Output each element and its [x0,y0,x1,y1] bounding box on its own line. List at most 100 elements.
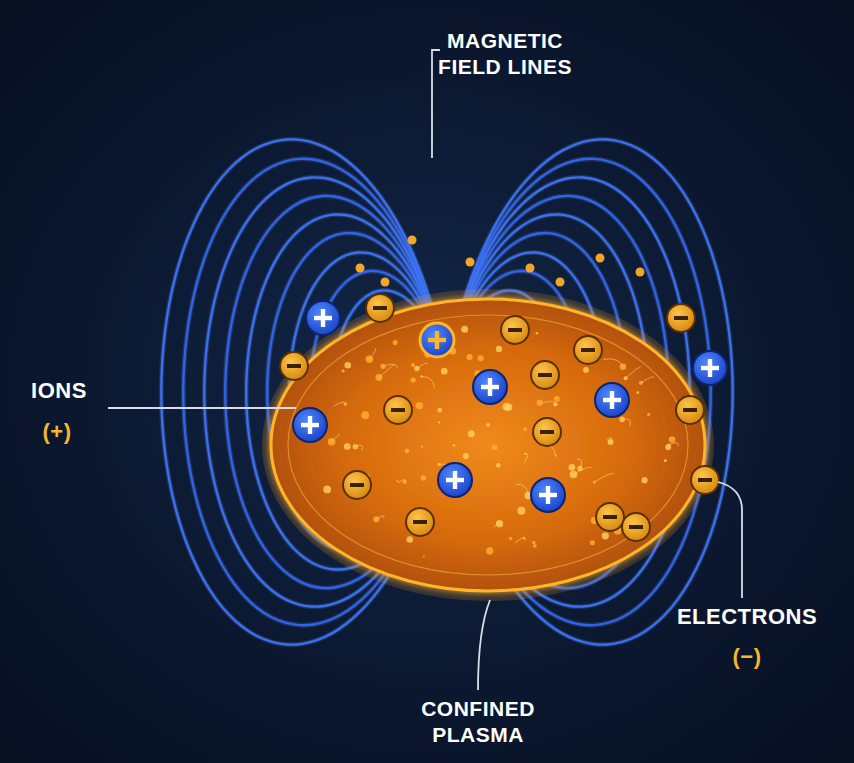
spark-dot [505,403,513,411]
spark-trail [515,484,528,496]
electron-charge-label: (−) [707,643,787,671]
spark-dot [361,411,369,419]
ion-symbol [595,383,629,417]
escaping-particle [526,264,535,273]
ion-symbol [693,351,727,385]
electron-symbol [676,396,704,424]
spark-dot [517,507,525,515]
spark-dot [509,537,513,541]
spark-trail [398,479,405,482]
spark-trail [334,402,346,406]
electron-symbol [574,336,602,364]
spark-dot [438,421,440,423]
spark-dot [344,362,351,369]
spark-dot [468,430,475,437]
spark-dot [407,536,414,543]
ion-symbol [473,370,507,404]
spark-trail [606,438,611,442]
spark-dot [411,377,416,382]
plasma-halo [262,289,714,601]
ion-symbol [531,478,565,512]
plasma-label: CONFINED PLASMA [403,696,553,749]
spark-trail [376,516,384,520]
plasma-leader [478,600,490,690]
electron-symbol [280,352,308,380]
escaping-particle [596,254,605,263]
spark-dot [421,445,423,447]
ion-symbol [420,323,454,357]
spark-dot [583,367,589,373]
escaping-particle [556,278,565,287]
spark-dot [533,544,537,548]
spark-trail [641,377,654,383]
spark-dot [647,413,650,416]
spark-dot [568,464,575,471]
magnetic-field-lines [161,139,732,644]
electron-symbol [501,316,529,344]
spark-dot [602,532,609,539]
spark-dot [393,340,398,345]
spark-dot [664,459,667,462]
spark-dot [344,443,351,450]
spark-dot [641,477,647,483]
escaping-particle [356,264,365,273]
ions-label: IONS [4,377,114,405]
escaping-particle [381,278,390,287]
spark-trail [494,522,501,527]
escaping-particle [408,236,417,245]
electron-symbol [366,294,394,322]
spark-dot [323,486,331,494]
spark-dot [665,444,671,450]
leader-lines [108,50,742,690]
plasma-body [271,299,705,591]
spark-trail [379,364,395,377]
spark-dot [342,369,345,372]
spark-trail [594,473,614,482]
electron-symbol [406,508,434,536]
spark-dot [437,408,442,413]
spark-dot [532,541,535,544]
ion-charge-label: (+) [17,418,97,446]
spark-dot [453,444,456,447]
spark-dot [421,475,427,481]
spark-trail [332,434,341,442]
spark-dot [537,400,543,406]
spark-dot [478,355,484,361]
spark-dot [396,480,398,482]
spark-dot [416,402,423,409]
spark-dot [486,423,490,427]
ion-symbol [293,408,327,442]
electron-symbol [667,304,695,332]
spark-dot [423,555,425,557]
spark-dot [441,368,448,375]
spark-dot [405,449,410,454]
electron-symbol [531,361,559,389]
spark-trail [369,348,376,359]
electron-symbol [622,513,650,541]
spark-trail [417,363,427,368]
spark-dot [463,453,469,459]
spark-trail [515,537,524,543]
electron-leader [718,482,742,598]
spark-dot [486,547,493,554]
spark-trail [355,445,362,450]
spark-trail [622,419,630,427]
electron-symbol [343,471,371,499]
escaping-particle [466,258,475,267]
particles [280,294,727,541]
ion-leader [108,407,296,409]
spark-trail [577,459,582,468]
spark-dot [523,427,527,431]
plasma-inner-ring [288,315,688,575]
spark-dot [496,463,501,468]
spark-trail [603,359,623,367]
spark-dot [461,326,468,333]
spark-dot [466,354,472,360]
plasma-sparks [323,236,678,558]
spark-trail [524,454,528,463]
spark-trail [626,367,641,379]
electrons-label: ELECTRONS [652,603,842,631]
spark-dot [496,346,502,352]
escaping-particle [636,268,645,277]
